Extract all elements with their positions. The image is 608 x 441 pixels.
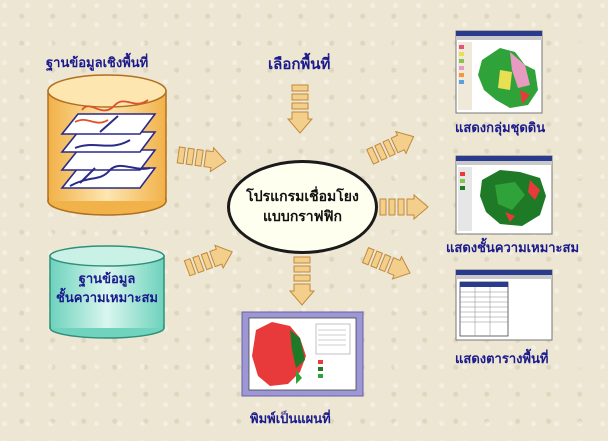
arrow-db2-to-program bbox=[182, 240, 237, 281]
print-map-frame bbox=[241, 311, 364, 397]
suitability-db-line-2: ชั้นความเหมาะสม bbox=[56, 291, 158, 306]
arrow-to-soil bbox=[364, 125, 420, 169]
show-area-table-label: แสดงตารางพื้นที่ bbox=[455, 352, 549, 367]
program-line-1: โปรแกรมเชื่อมโยง bbox=[246, 189, 359, 205]
graphic-link-program: โปรแกรมเชื่อมโยง แบบกราฟฟิก bbox=[227, 160, 378, 254]
select-area-label: เลือกพื้นที่ bbox=[268, 55, 331, 73]
show-suitability-label: แสดงชั้นความเหมาะสม bbox=[446, 241, 580, 256]
show-soil-label: แสดงกลุ่มชุดดิน bbox=[455, 121, 546, 136]
arrow-program-to-print bbox=[289, 256, 315, 306]
arrow-to-table bbox=[360, 243, 416, 285]
soil-map-thumbnail bbox=[455, 30, 543, 114]
program-line-2: แบบกราฟฟิก bbox=[263, 209, 342, 225]
spatial-db-label: ฐานข้อมูลเชิงพื้นที่ bbox=[46, 56, 149, 71]
arrow-to-suit bbox=[379, 194, 429, 220]
suitability-map-thumbnail bbox=[455, 155, 553, 235]
print-map-label: พิมพ์เป็นแผนที่ bbox=[250, 412, 331, 427]
suitability-db-label: ฐานข้อมูล ชั้นความเหมาะสม bbox=[50, 270, 164, 308]
suitability-db-cylinder bbox=[49, 245, 165, 339]
arrow-select-down bbox=[287, 84, 313, 134]
area-table-thumbnail bbox=[455, 269, 553, 341]
suitability-db-line-1: ฐานข้อมูล bbox=[78, 272, 136, 287]
spatial-db-cylinder bbox=[47, 74, 167, 216]
arrow-db-to-program bbox=[176, 142, 229, 174]
